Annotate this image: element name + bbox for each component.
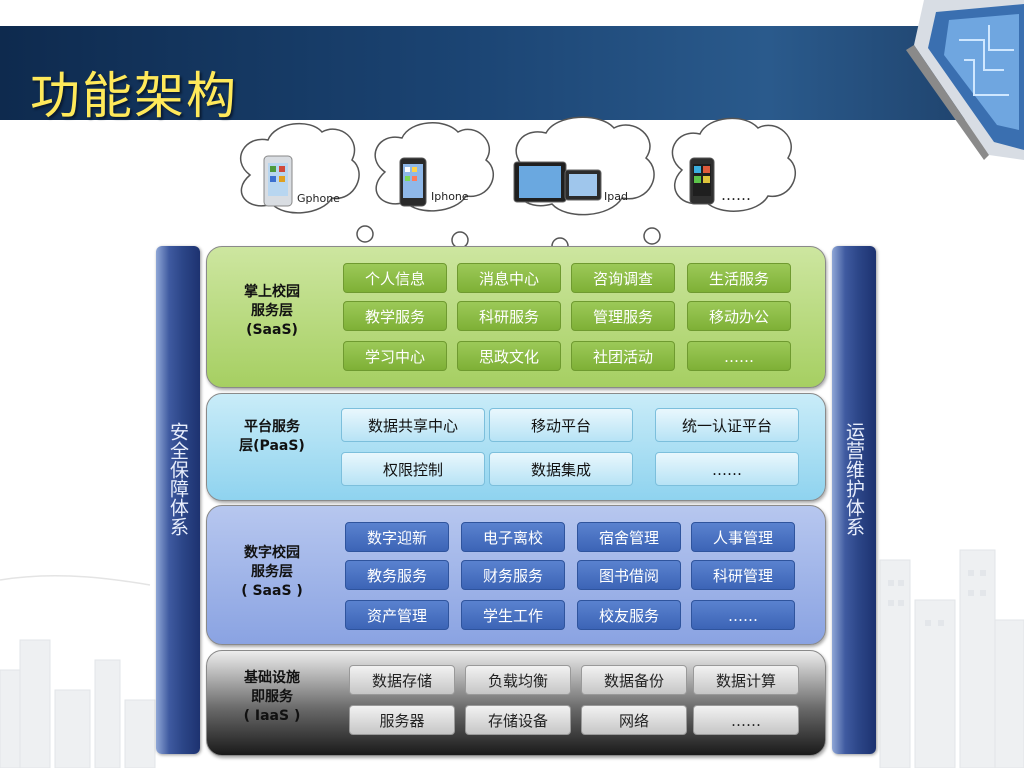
cell: …… [687, 341, 791, 371]
cell: 学习中心 [343, 341, 447, 371]
iphone-icon [399, 157, 427, 207]
cell: 存储设备 [465, 705, 571, 735]
cell: 科研管理 [691, 560, 795, 590]
page-title: 功能架构 [30, 67, 238, 125]
android-phone-icon [263, 155, 293, 207]
device-label-more: …… [721, 186, 751, 204]
device-clouds [239, 116, 797, 271]
cell: …… [655, 452, 799, 486]
cell: 社团活动 [571, 341, 675, 371]
corner-decoration-icon [906, 0, 1024, 160]
cell: 科研服务 [457, 301, 561, 331]
layer-name-digital-saas: 数字校园 服务层 ( SaaS ) [241, 545, 303, 599]
cell: 管理服务 [571, 301, 675, 331]
cell: 移动平台 [489, 408, 633, 442]
cell: 图书借阅 [577, 560, 681, 590]
device-label-ipad: Ipad [604, 190, 628, 203]
cell: 资产管理 [345, 600, 449, 630]
windows-phone-icon [689, 157, 715, 205]
cell: 咨询调查 [571, 263, 675, 293]
header-bar: 功能架构 [0, 26, 1024, 125]
cell: 人事管理 [691, 522, 795, 552]
security-pillar-label: 安全保障体系 [167, 422, 189, 536]
layer-platform-paas: 平台服务 层(PaaS) 数据共享中心 移动平台 统一认证平台 权限控制 数据集… [206, 393, 826, 501]
cell: 数据集成 [489, 452, 633, 486]
cell: 移动办公 [687, 301, 791, 331]
layer-mobile-saas: 掌上校园 服务层 (SaaS) 个人信息 消息中心 咨询调查 生活服务 教学服务… [206, 246, 826, 388]
cell: 宿舍管理 [577, 522, 681, 552]
cell: 统一认证平台 [655, 408, 799, 442]
device-label-gphone: Gphone [297, 192, 340, 205]
cell: 数据计算 [693, 665, 799, 695]
cell: 个人信息 [343, 263, 447, 293]
security-pillar: 安全保障体系 [156, 246, 200, 754]
cell: 思政文化 [457, 341, 561, 371]
cell: 权限控制 [341, 452, 485, 486]
cell: 教务服务 [345, 560, 449, 590]
cell: 校友服务 [577, 600, 681, 630]
layer-digital-saas: 数字校园 服务层 ( SaaS ) 数字迎新 电子离校 宿舍管理 人事管理 教务… [206, 505, 826, 645]
cell: 负载均衡 [465, 665, 571, 695]
cell: …… [693, 705, 799, 735]
layer-name-infrastructure-iaas: 基础设施 即服务 ( IaaS ) [243, 670, 301, 724]
cell: 数字迎新 [345, 522, 449, 552]
cell: 服务器 [349, 705, 455, 735]
city-skyline-background [0, 549, 1024, 768]
cell: 学生工作 [461, 600, 565, 630]
cell: 财务服务 [461, 560, 565, 590]
layer-name-mobile-saas: 掌上校园 服务层 (SaaS) [244, 284, 300, 338]
cell: …… [691, 600, 795, 630]
cell: 消息中心 [457, 263, 561, 293]
cell: 网络 [581, 705, 687, 735]
cell: 数据存储 [349, 665, 455, 695]
layer-infrastructure-iaas: 基础设施 即服务 ( IaaS ) 数据存储 负载均衡 数据备份 数据计算 服务… [206, 650, 826, 756]
cell: 数据共享中心 [341, 408, 485, 442]
device-label-iphone: Iphone [431, 190, 469, 203]
cell: 数据备份 [581, 665, 687, 695]
operations-pillar: 运营维护体系 [832, 246, 876, 754]
operations-pillar-label: 运营维护体系 [843, 422, 865, 536]
cell: 教学服务 [343, 301, 447, 331]
cell: 电子离校 [461, 522, 565, 552]
cell: 生活服务 [687, 263, 791, 293]
layer-name-platform-paas: 平台服务 层(PaaS) [239, 419, 305, 454]
ipad-icon [513, 161, 602, 203]
